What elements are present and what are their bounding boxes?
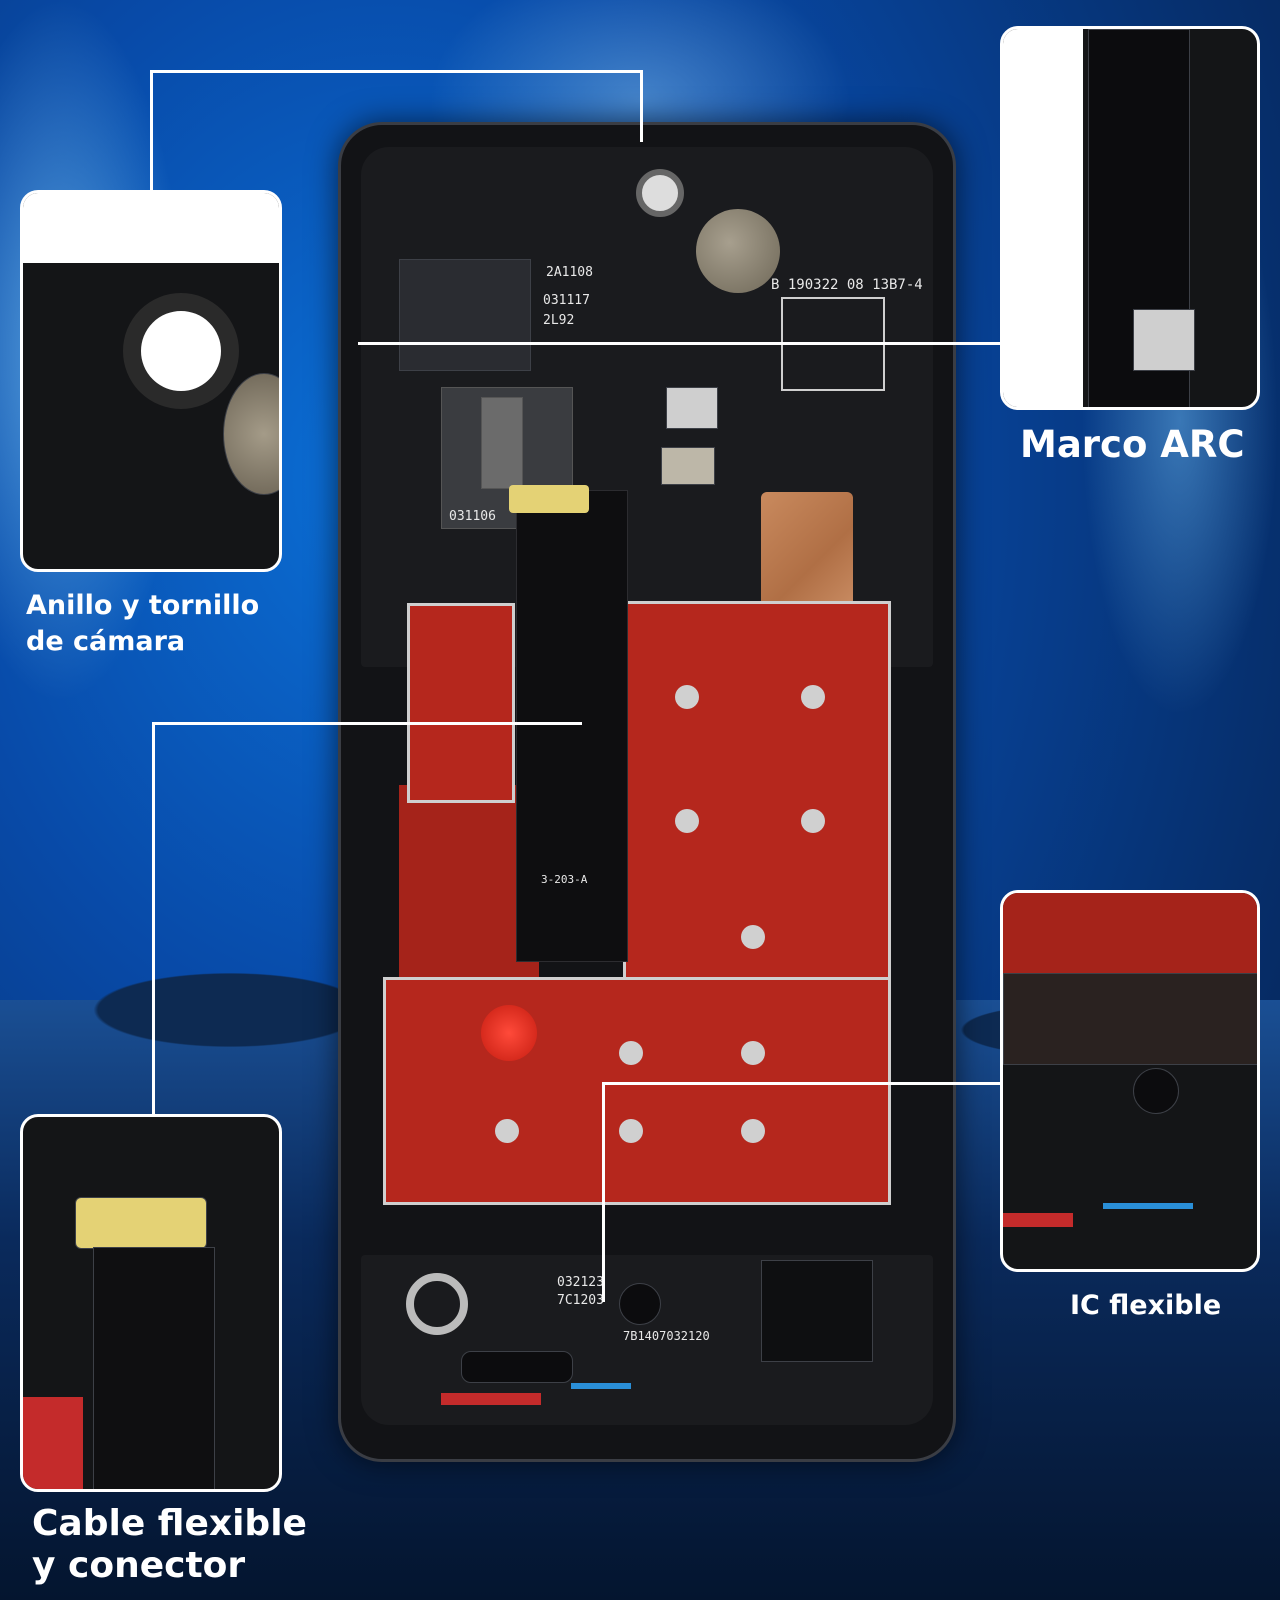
board-marking-bottom-1: 032123 <box>557 1275 604 1290</box>
red-shield-bottom <box>383 977 891 1205</box>
board-marking-connector-left: 031106 <box>449 509 496 524</box>
flex-connector-head <box>509 485 589 513</box>
label-camera-line1: Anillo y tornillo <box>26 590 260 621</box>
shield-dot <box>619 1119 643 1143</box>
microphone-port <box>619 1283 661 1325</box>
mic-port <box>1133 1068 1179 1114</box>
speaker-ring <box>406 1273 468 1335</box>
label-flex-line1: Cable flexible <box>32 1503 307 1544</box>
leader-line-flex-v <box>152 722 155 1114</box>
inset-flex-cable <box>20 1114 282 1492</box>
red-shield-strip <box>1003 893 1257 973</box>
leader-line-camera-h <box>150 70 642 73</box>
inset-ic-flex <box>1000 890 1260 1272</box>
inset-camera-ring <box>20 190 282 572</box>
board-marking-bottom-2: 7C1203 <box>557 1293 604 1308</box>
inset-white-band <box>23 193 279 263</box>
component-block <box>399 259 531 371</box>
red-light-spot <box>481 1005 537 1061</box>
red-gasket-inset <box>1003 1213 1073 1227</box>
label-ic-flex: IC flexible <box>1070 1290 1222 1321</box>
board-marking-chip-code2: 2L92 <box>543 313 575 328</box>
label-flex-line2: y conector <box>32 1545 246 1586</box>
bottom-board: 032123 7C1203 7B1407032120 <box>361 1255 933 1425</box>
flex-ribbon <box>93 1247 215 1489</box>
red-shield-mid <box>399 785 539 985</box>
board-marking-top: B 190322 08 13B7-4 <box>771 277 923 293</box>
board-marking-chip-code: 031117 <box>543 293 590 308</box>
red-gasket <box>441 1393 541 1405</box>
shield-dot <box>741 925 765 949</box>
leader-line-camera-v <box>150 70 153 190</box>
shield-dot <box>801 809 825 833</box>
shield-dot <box>741 1119 765 1143</box>
board-marking-serial: 7B1407032120 <box>623 1329 710 1343</box>
phone-screen-assembly: B 190322 08 13B7-4 2A1108 031117 2L92 03… <box>338 122 956 1462</box>
label-camera-line2: de cámara <box>26 626 186 657</box>
red-shield-top <box>623 601 891 981</box>
vibration-motor <box>696 209 780 293</box>
red-shield-left <box>407 603 515 803</box>
flex-marking: 3-203-A <box>541 873 588 886</box>
leader-line-camera-drop <box>640 70 643 142</box>
red-shield-corner <box>23 1397 83 1489</box>
frame-clip <box>1133 309 1195 371</box>
leader-line-ic-v <box>602 1082 605 1302</box>
shield-dot <box>495 1119 519 1143</box>
blue-gasket <box>571 1383 631 1389</box>
leader-line-frame <box>358 342 1000 345</box>
flex-cable <box>516 490 628 962</box>
leader-line-ic-h <box>602 1082 1002 1085</box>
flex-connector <box>75 1197 207 1249</box>
ic-chip <box>661 447 715 485</box>
shield-dot <box>675 685 699 709</box>
shield-dot <box>741 1041 765 1065</box>
shield-dot <box>675 809 699 833</box>
usb-port <box>461 1351 573 1383</box>
qr-label <box>666 387 718 429</box>
speaker-chamber <box>761 1260 873 1362</box>
board-marking-chip-left: 2A1108 <box>546 265 593 280</box>
inset-white-side <box>1003 29 1083 407</box>
camera-lens-icon <box>123 293 239 409</box>
camera-ring <box>636 169 684 217</box>
dark-strip <box>1003 973 1257 1065</box>
label-frame: Marco ARC <box>1020 423 1245 466</box>
motor-part <box>223 373 279 495</box>
shield-dot <box>801 685 825 709</box>
shield-dot <box>619 1041 643 1065</box>
metal-bracket <box>481 397 523 489</box>
leader-line-flex-h <box>152 722 582 725</box>
blue-gasket-inset <box>1103 1203 1193 1209</box>
top-board: B 190322 08 13B7-4 2A1108 031117 2L92 03… <box>361 147 933 667</box>
inset-frame <box>1000 26 1260 410</box>
